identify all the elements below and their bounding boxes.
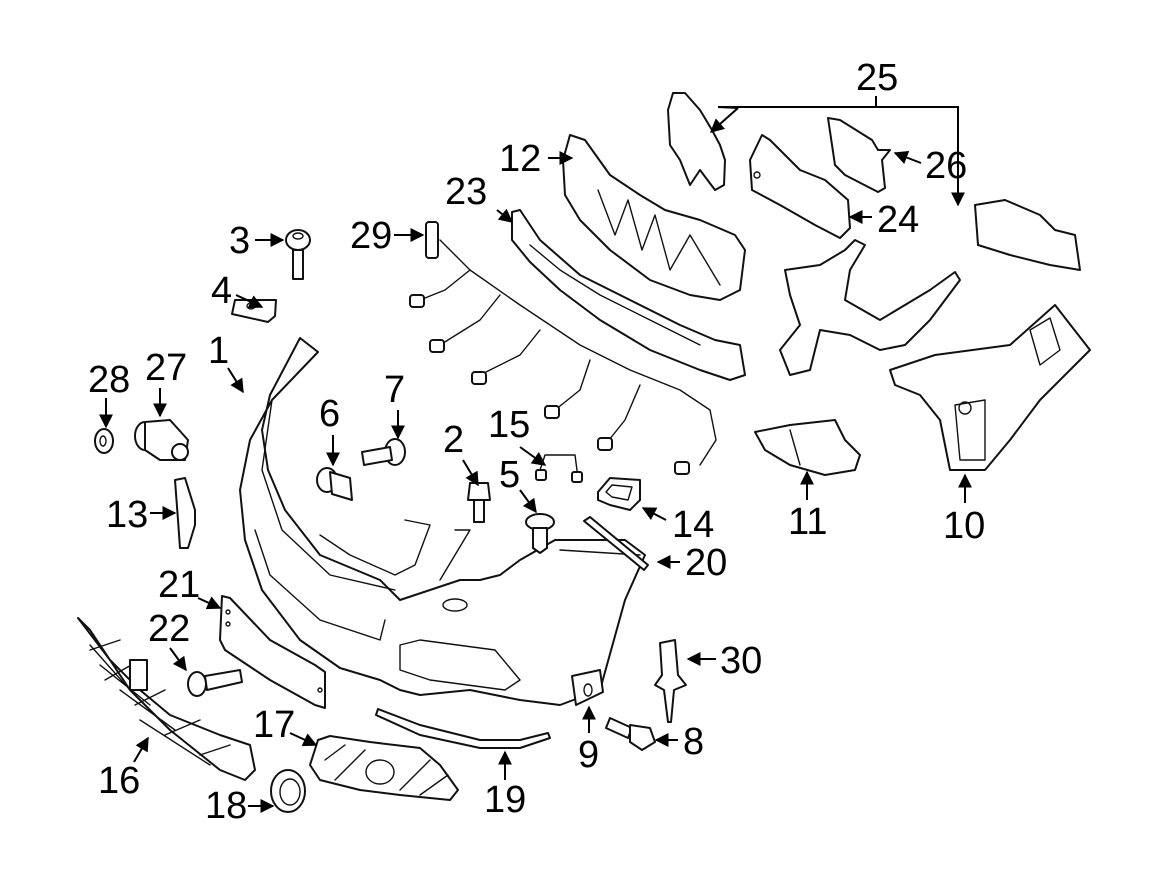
callout-13[interactable]: 13: [106, 494, 148, 536]
sensor-holder-part-14[interactable]: [597, 477, 641, 511]
park-sensor-part-27[interactable]: [134, 419, 189, 461]
callout-27[interactable]: 27: [145, 347, 187, 389]
lower-molding-part-19[interactable]: [375, 708, 551, 749]
trim-strip-part-20[interactable]: [583, 516, 649, 571]
bolt-part-2[interactable]: [467, 482, 491, 523]
callout-26[interactable]: 26: [925, 145, 967, 187]
callout-17[interactable]: 17: [253, 704, 295, 746]
callout-1[interactable]: 1: [208, 330, 229, 372]
callout-21[interactable]: 21: [158, 564, 200, 606]
mounting-bracket-part-10[interactable]: [889, 304, 1091, 471]
fog-lamp-grille-part-17[interactable]: [309, 735, 459, 801]
bolt-part-22[interactable]: [187, 669, 243, 697]
leader-lines: [99, 96, 972, 813]
callout-5[interactable]: 5: [499, 454, 520, 496]
callout-8[interactable]: 8: [683, 721, 704, 763]
rivet-part-7[interactable]: [361, 438, 406, 466]
impact-absorber-part-23[interactable]: [511, 209, 746, 381]
license-bracket-part-21[interactable]: [219, 595, 326, 709]
callout-7[interactable]: 7: [384, 369, 405, 411]
guide-bracket-part-26[interactable]: [827, 117, 891, 193]
tow-hook-cover-part-18[interactable]: [270, 769, 306, 813]
callout-22[interactable]: 22: [148, 608, 190, 650]
sensor-spacer-part-28[interactable]: [94, 428, 114, 454]
bumper-carrier-structure: [779, 239, 961, 376]
callout-10[interactable]: 10: [943, 505, 985, 547]
callout-9[interactable]: 9: [578, 734, 599, 776]
callout-15[interactable]: 15: [488, 404, 530, 446]
temperature-sensor-part-30[interactable]: [654, 639, 687, 723]
callout-18[interactable]: 18: [205, 785, 247, 827]
support-bracket-part-24[interactable]: [749, 134, 851, 239]
callout-4[interactable]: 4: [211, 270, 232, 312]
callout-6[interactable]: 6: [319, 393, 340, 435]
callout-2[interactable]: 2: [443, 419, 464, 461]
callout-labels: 1 2 3 4 5 6 7 8 9 10 11 12 13 14 15 16 1…: [88, 57, 985, 827]
callout-19[interactable]: 19: [484, 779, 526, 821]
callout-16[interactable]: 16: [98, 760, 140, 802]
harness-pigtail-part-15[interactable]: [535, 454, 583, 483]
clip-nut-part-9[interactable]: [571, 669, 604, 706]
lower-grille-part-16[interactable]: [77, 617, 256, 781]
guide-bracket-left-part-25[interactable]: [667, 92, 726, 191]
guide-bracket-right-part-25[interactable]: [974, 199, 1081, 271]
callout-12[interactable]: 12: [499, 138, 541, 180]
callout-29[interactable]: 29: [350, 215, 392, 257]
bolt-part-8[interactable]: [605, 717, 656, 751]
side-bracket-part-13[interactable]: [174, 477, 196, 549]
callout-24[interactable]: 24: [877, 199, 919, 241]
retainer-clip-part-6[interactable]: [316, 467, 353, 501]
screw-part-3[interactable]: [285, 229, 311, 280]
bracket-part-11[interactable]: [754, 419, 861, 476]
callout-20[interactable]: 20: [685, 542, 727, 584]
energy-absorber-part-12[interactable]: [562, 134, 746, 301]
callout-23[interactable]: 23: [445, 171, 487, 213]
callout-30[interactable]: 30: [720, 640, 762, 682]
callout-28[interactable]: 28: [88, 359, 130, 401]
callout-11[interactable]: 11: [788, 501, 827, 543]
bumper-cover-part[interactable]: [239, 337, 646, 706]
callout-14[interactable]: 14: [672, 504, 714, 546]
callout-25[interactable]: 25: [856, 57, 898, 99]
callout-3[interactable]: 3: [229, 220, 250, 262]
wiring-harness-part-29[interactable]: [409, 221, 717, 475]
push-clip-part-5[interactable]: [525, 513, 555, 554]
